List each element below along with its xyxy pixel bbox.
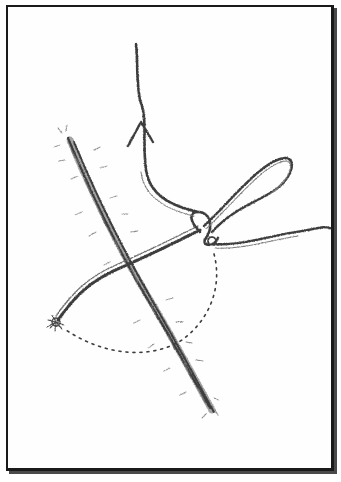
arrow-icon [128, 44, 198, 216]
stick-icon [54, 125, 219, 418]
cord-icon [47, 226, 200, 331]
dotted-path-icon [66, 254, 217, 352]
loop-icon [191, 158, 330, 248]
